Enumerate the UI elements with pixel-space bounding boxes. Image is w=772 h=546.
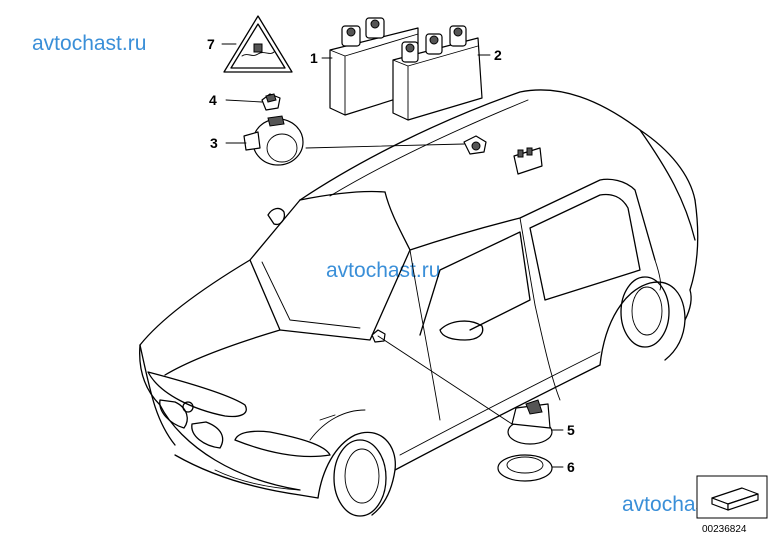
callout-5: 5 — [567, 422, 575, 438]
callout-4: 4 — [209, 92, 217, 108]
callout-2: 2 — [494, 47, 502, 63]
roof-sensor — [463, 135, 487, 155]
part-7-warning-label — [223, 15, 293, 73]
diagram-reference-box — [696, 475, 768, 519]
part-3-speaker — [243, 115, 304, 166]
car-outline — [139, 89, 699, 517]
part-4-clip — [261, 93, 281, 111]
watermark-center: avtochast.ru — [326, 259, 440, 282]
part-6-holder — [497, 454, 553, 482]
callout-6: 6 — [567, 459, 575, 475]
diagram-number: 00236824 — [702, 524, 747, 535]
watermark-top-left: avtochast.ru — [32, 32, 146, 55]
part-2-control-module — [392, 25, 483, 121]
callout-3: 3 — [210, 135, 218, 151]
part-5-sensor — [507, 399, 553, 445]
callout-7: 7 — [207, 36, 215, 52]
callout-1: 1 — [310, 50, 318, 66]
connector-block — [513, 147, 543, 175]
leader-lines — [221, 43, 564, 468]
